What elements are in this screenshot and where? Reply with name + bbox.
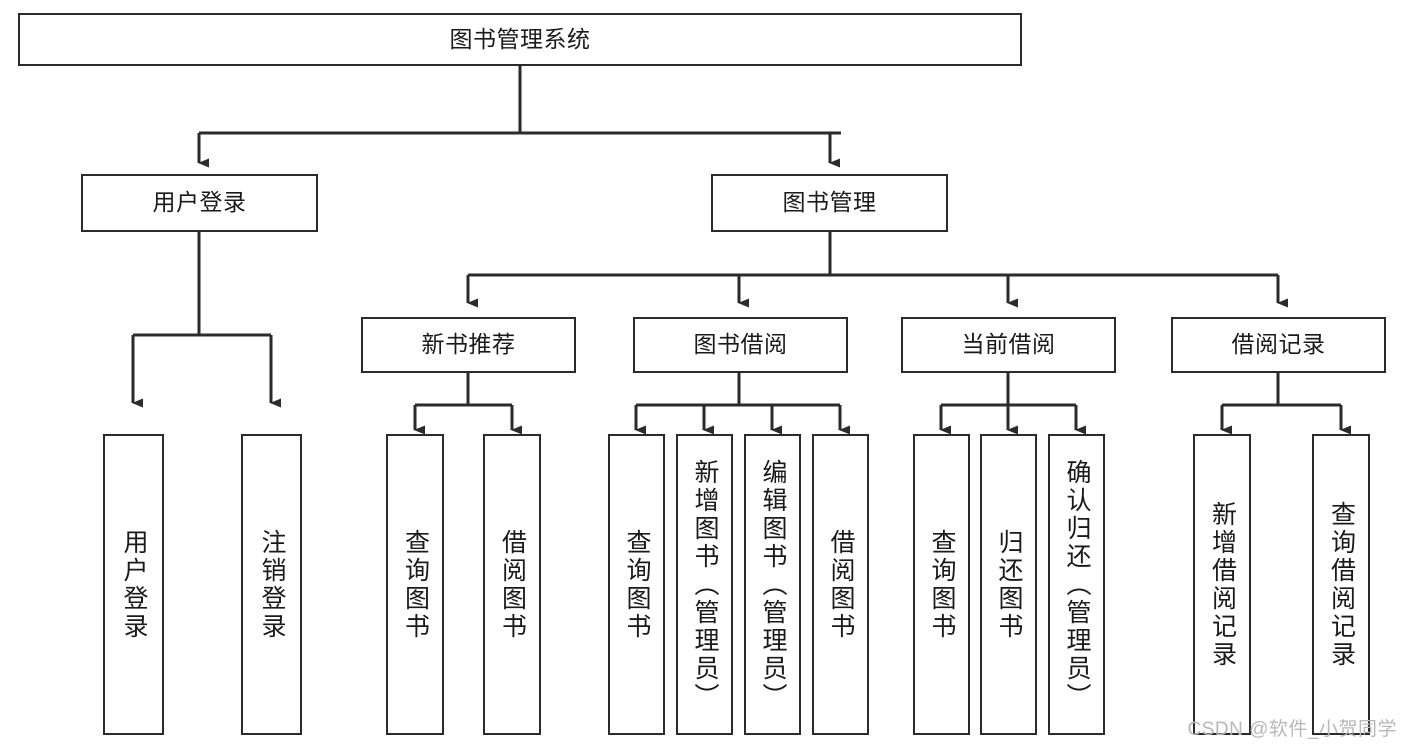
node-leaf-user-login-label: 用户登录 bbox=[120, 528, 148, 641]
node-leaf-query-record-label: 查询借阅记录 bbox=[1327, 500, 1356, 669]
node-leaf-query-book-2-label: 查询图书 bbox=[623, 528, 651, 641]
node-leaf-add-record[interactable]: 新增借阅记录 bbox=[1193, 434, 1251, 735]
node-leaf-logout-login[interactable]: 注销登录 bbox=[241, 434, 302, 735]
node-new-book-rec-label: 新书推荐 bbox=[421, 331, 516, 358]
node-leaf-borrow-book-1[interactable]: 借阅图书 bbox=[483, 434, 541, 735]
node-new-book-rec[interactable]: 新书推荐 bbox=[361, 317, 576, 373]
node-leaf-query-book-1[interactable]: 查询图书 bbox=[386, 434, 444, 735]
node-user-login-label: 用户登录 bbox=[152, 189, 247, 216]
node-book-manage-label: 图书管理 bbox=[782, 189, 877, 216]
node-leaf-edit-book[interactable]: 编辑图书（管理员） bbox=[744, 434, 801, 735]
node-user-login[interactable]: 用户登录 bbox=[81, 174, 318, 232]
node-leaf-query-book-1-label: 查询图书 bbox=[401, 528, 430, 641]
node-leaf-query-record[interactable]: 查询借阅记录 bbox=[1312, 434, 1370, 735]
node-current-borrow-label: 当前借阅 bbox=[961, 331, 1056, 358]
node-book-borrow-label: 图书借阅 bbox=[693, 331, 788, 358]
node-leaf-borrow-book-2-label: 借阅图书 bbox=[827, 528, 855, 641]
node-leaf-confirm-return[interactable]: 确认归还（管理员） bbox=[1048, 434, 1105, 735]
node-root[interactable]: 图书管理系统 bbox=[18, 13, 1022, 66]
node-leaf-borrow-book-1-label: 借阅图书 bbox=[498, 528, 527, 641]
node-leaf-confirm-return-label: 确认归还（管理员） bbox=[1063, 458, 1091, 711]
node-leaf-add-book-label: 新增图书（管理员） bbox=[691, 458, 719, 711]
node-root-label: 图书管理系统 bbox=[449, 25, 591, 52]
node-leaf-add-book[interactable]: 新增图书（管理员） bbox=[676, 434, 733, 735]
node-leaf-edit-book-label: 编辑图书（管理员） bbox=[759, 458, 787, 711]
node-leaf-query-book-3[interactable]: 查询图书 bbox=[913, 434, 970, 735]
csdn-watermark: CSDN @软件_小贺同学 bbox=[1187, 719, 1397, 740]
node-leaf-user-login[interactable]: 用户登录 bbox=[103, 434, 164, 735]
node-leaf-return-book-label: 归还图书 bbox=[995, 528, 1023, 641]
node-borrow-record-label: 借阅记录 bbox=[1231, 331, 1326, 358]
node-borrow-record[interactable]: 借阅记录 bbox=[1171, 317, 1386, 373]
node-book-manage[interactable]: 图书管理 bbox=[711, 174, 948, 232]
node-leaf-add-record-label: 新增借阅记录 bbox=[1208, 500, 1237, 669]
node-leaf-return-book[interactable]: 归还图书 bbox=[980, 434, 1037, 735]
node-book-borrow[interactable]: 图书借阅 bbox=[633, 317, 848, 373]
node-leaf-query-book-3-label: 查询图书 bbox=[928, 528, 956, 641]
node-leaf-borrow-book-2[interactable]: 借阅图书 bbox=[812, 434, 869, 735]
node-leaf-logout-login-label: 注销登录 bbox=[258, 528, 286, 641]
node-leaf-query-book-2[interactable]: 查询图书 bbox=[608, 434, 665, 735]
node-current-borrow[interactable]: 当前借阅 bbox=[901, 317, 1116, 373]
